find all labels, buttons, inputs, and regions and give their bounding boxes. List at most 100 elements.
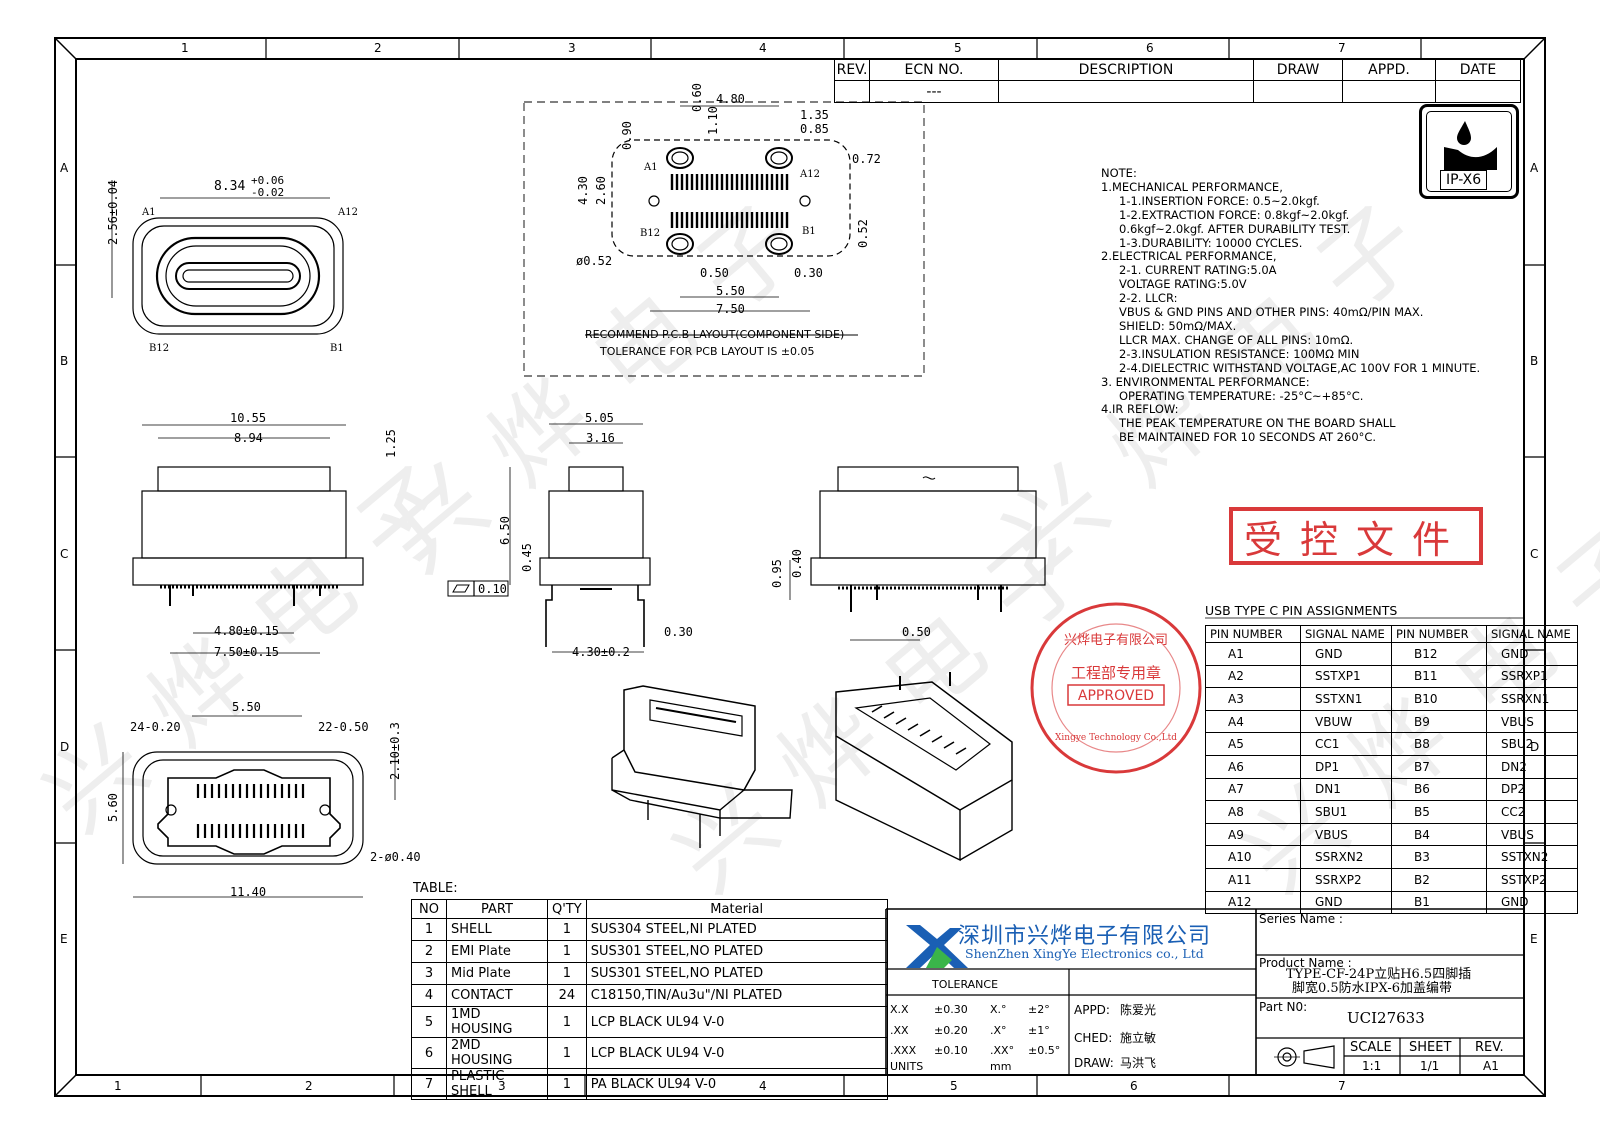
pin-number-header: PIN NUMBER <box>1391 625 1487 643</box>
water-drop-icon <box>1426 111 1512 192</box>
dim-label: 2-ø0.40 <box>370 850 421 864</box>
dim-label: 1.35 <box>800 108 829 122</box>
signal-cell: SSTXP2 <box>1486 867 1578 892</box>
dim-label: 5.50 <box>232 700 261 714</box>
dim-label: 0.60 <box>690 83 704 112</box>
zone-col-label: 1 <box>114 1079 122 1093</box>
note-line: 2-2. LLCR: <box>1119 291 1178 306</box>
dim-label: 24-0.20 <box>130 720 181 734</box>
zone-col-label: 7 <box>1338 1079 1346 1093</box>
zone-col-label: 3 <box>568 41 576 55</box>
bom-no: 1 <box>411 918 447 941</box>
dim-label: 22-0.50 <box>318 720 369 734</box>
rev-cell <box>834 80 870 103</box>
bom-header: Material <box>585 899 888 919</box>
sheet-label: SHEET <box>1409 1040 1452 1055</box>
note-line: THE PEAK TEMPERATURE ON THE BOARD SHALL <box>1119 416 1396 431</box>
bom-title: TABLE: <box>413 881 458 896</box>
dim-label: 0.90 <box>620 121 634 150</box>
appd-header: APPD. <box>1342 58 1436 81</box>
pin-assignment-table: PIN NUMBER SIGNAL NAME PIN NUMBER SIGNAL… <box>1205 625 1578 915</box>
zone-row-label: B <box>60 354 69 368</box>
seal-top-text: 兴烨电子有限公司 <box>1064 633 1168 648</box>
pin-cell: B4 <box>1391 822 1487 847</box>
pin-cell: A12 <box>1205 890 1301 915</box>
signal-cell: VBUW <box>1300 709 1392 734</box>
bom-header: Q'TY <box>547 899 587 919</box>
product-name-line2: 脚宽0.5防水IPX-6加盖编带 <box>1292 981 1453 996</box>
bom-material: SUS304 STEEL,NI PLATED <box>585 918 888 941</box>
bom-qty: 1 <box>547 1037 587 1069</box>
scale-label: SCALE <box>1350 1040 1392 1055</box>
note-line: 3. ENVIRONMENTAL PERFORMANCE: <box>1101 374 1310 389</box>
rev-label: REV. <box>1475 1040 1504 1055</box>
signal-cell: GND <box>1300 890 1392 915</box>
dim-label: 3.16 <box>586 431 615 445</box>
bom-part: PLASTIC SHELL <box>446 1068 548 1100</box>
pin-cell: A7 <box>1205 777 1301 802</box>
signal-cell: GND <box>1486 642 1578 666</box>
pin-label: B1 <box>330 343 344 354</box>
dim-label: 8.94 <box>234 431 263 445</box>
ched-label: CHED: <box>1074 1031 1113 1045</box>
note-line: 2-4.DIELECTRIC WITHSTAND VOLTAGE,AC 100V… <box>1119 360 1481 375</box>
pin-cell: B11 <box>1391 664 1487 689</box>
bom-qty: 1 <box>547 940 587 963</box>
zone-col-label: 6 <box>1146 41 1154 55</box>
bom-qty: 1 <box>547 918 587 941</box>
pin-cell: A1 <box>1205 642 1301 666</box>
signal-cell: CC1 <box>1300 732 1392 756</box>
bom-material: SUS301 STEEL,NO PLATED <box>585 940 888 963</box>
ecn-cell: --- <box>869 80 999 103</box>
dim-label: 5.05 <box>585 411 614 425</box>
dim-label: 0.95 <box>770 559 784 588</box>
seal-ring-text: Xingye Technology Co.,Ltd <box>1055 733 1177 743</box>
zone-col-label: 6 <box>1130 1079 1138 1093</box>
appd-cell <box>1342 80 1436 103</box>
note-line: 2-1. CURRENT RATING:5.0A <box>1119 263 1277 278</box>
bom-no: 6 <box>411 1037 447 1069</box>
bom-part: EMI Plate <box>446 940 548 963</box>
dim-label: ø0.52 <box>576 254 613 268</box>
pin-cell: A6 <box>1205 754 1301 779</box>
note-line: VOLTAGE RATING:5.0V <box>1119 277 1247 292</box>
pin-label: B12 <box>640 228 661 239</box>
dim-label: 0.50 <box>700 266 729 280</box>
bom-part: 2MD HOUSING <box>446 1037 548 1069</box>
signal-cell: DP1 <box>1300 754 1392 779</box>
pin-cell: A2 <box>1205 664 1301 689</box>
dim-label: 5.60 <box>106 793 120 822</box>
pin-label: B12 <box>149 343 170 354</box>
dim-label: 11.40 <box>230 885 267 899</box>
dim-label: 0.45 <box>520 543 534 572</box>
zone-row-label: A <box>1530 161 1539 175</box>
pin-number-header: PIN NUMBER <box>1205 625 1301 643</box>
appd-label: APPD: <box>1074 1003 1110 1017</box>
pin-cell: A9 <box>1205 822 1301 847</box>
bom-part: Mid Plate <box>446 962 548 985</box>
pin-label: A1 <box>142 207 156 218</box>
dim-label: 0.50 <box>902 625 931 639</box>
dim-label: 0.40 <box>790 549 804 578</box>
bom-no: 3 <box>411 962 447 985</box>
flatness-value: 0.10 <box>478 582 507 596</box>
tol-cell: ±0.10 <box>934 1044 968 1057</box>
pin-cell: B3 <box>1391 845 1487 869</box>
tolerance-label: TOLERANCE <box>932 978 999 991</box>
pin-cell: A4 <box>1205 709 1301 734</box>
tol-cell: X.X <box>890 1003 909 1016</box>
tol-cell: ±0.5° <box>1028 1044 1061 1057</box>
bom-part: CONTACT <box>446 984 548 1007</box>
draw-name: 马洪飞 <box>1120 1056 1157 1070</box>
